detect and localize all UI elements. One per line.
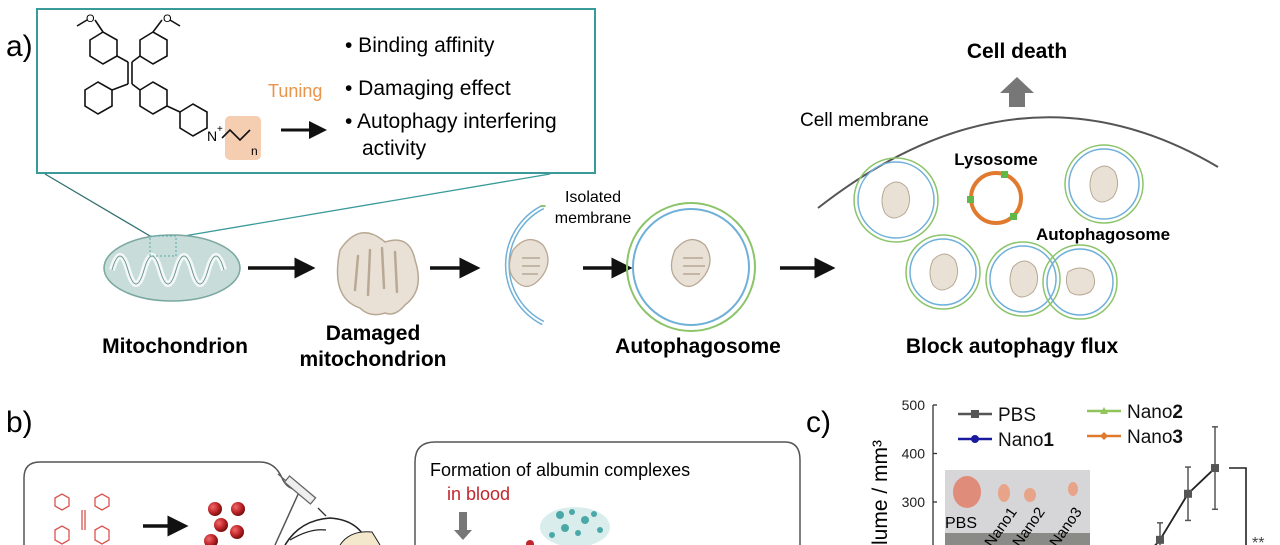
legend-label-nano1: Nano1	[998, 430, 1054, 451]
zoom-callout-line-left	[44, 173, 151, 237]
tumor-photo-inset: PBS Nano1 Nano2 Nano3	[945, 470, 1090, 545]
damaged-mitochondrion-icon	[336, 232, 420, 316]
autophagosome-vesicle	[853, 157, 939, 243]
label-damaged-line2: mitochondrion	[300, 348, 447, 371]
autophagosome-vesicle	[1042, 244, 1118, 320]
down-arrow-icon	[454, 512, 472, 540]
tumor-nano2	[1024, 488, 1036, 502]
methoxy-o-right: O	[163, 13, 172, 25]
legend-label-nano3: Nano3	[1127, 427, 1183, 448]
structure-zoom-box	[36, 8, 596, 174]
label-autophagosome: Autophagosome	[615, 335, 781, 358]
inset-label-pbs: PBS	[945, 515, 977, 532]
lysosome-icon	[967, 171, 1023, 225]
legend-marker-triangle	[1100, 407, 1108, 414]
y-tick-label: 400	[902, 446, 926, 462]
bullet-autophagy-interfering: • Autophagy interfering	[345, 110, 557, 133]
panel-c-label: c)	[806, 406, 831, 439]
tumor-pbs	[953, 476, 981, 508]
significance-stars: **	[1252, 535, 1264, 545]
data-point-pbs	[1211, 464, 1219, 473]
series-line-pbs	[1154, 467, 1216, 545]
formulation-callout-box	[23, 461, 302, 545]
bullet-binding-affinity: • Binding affinity	[345, 34, 495, 57]
albumin-cluster-icon	[526, 507, 610, 545]
label-lysosome: Lysosome	[954, 150, 1037, 169]
nanoparticles-icon	[204, 502, 245, 545]
tumor-nano1	[998, 484, 1010, 502]
legend-label-nano2: Nano2	[1127, 402, 1183, 423]
autophagosome-cluster	[853, 144, 1144, 320]
isolated-membrane-icon	[504, 204, 549, 326]
legend-marker-diamond	[1100, 432, 1108, 440]
chain-subscript-n: n	[251, 144, 258, 158]
autophagosome-vesicle	[905, 234, 981, 310]
legend-marker-circle	[971, 435, 979, 443]
panel-a-label: a)	[6, 30, 33, 63]
albumin-title: Formation of albumin complexes	[430, 460, 690, 480]
pyridinium-charge: +	[217, 124, 223, 135]
methoxy-o-left: O	[86, 13, 95, 25]
cell-death-arrow-icon	[1000, 77, 1034, 107]
chart-axes: 500 400 300	[902, 397, 937, 545]
bullet-damaging-effect: • Damaging effect	[345, 77, 511, 100]
mouse-icon	[284, 517, 381, 545]
data-point-pbs	[1184, 489, 1192, 498]
label-cell-death: Cell death	[967, 40, 1067, 63]
in-blood-label: in blood	[447, 484, 510, 504]
tumor-nano3	[1068, 482, 1078, 496]
y-tick-label: 300	[902, 494, 926, 510]
bullet-activity-continuation: activity	[362, 137, 427, 160]
significance-bracket	[1229, 467, 1247, 545]
tuning-label: Tuning	[268, 81, 322, 101]
mitochondrion-icon	[103, 234, 241, 302]
tpe-structure	[76, 19, 208, 137]
chart-series	[1154, 426, 1219, 545]
syringe-icon	[277, 473, 327, 517]
pyridinium-nitrogen: N	[207, 128, 217, 144]
alkyl-chain	[221, 128, 251, 142]
legend-marker-square	[971, 410, 979, 418]
label-damaged-line1: Damaged	[326, 322, 421, 345]
y-axis-label: lume / mm³	[869, 440, 892, 545]
label-isolated-line1: Isolated	[565, 189, 621, 206]
label-mitochondrion: Mitochondrion	[102, 335, 248, 358]
albumin-complex-box	[414, 441, 801, 545]
red-tpe-structure	[54, 493, 110, 545]
label-cell-membrane: Cell membrane	[800, 110, 929, 131]
autophagosome-icon	[626, 202, 756, 332]
label-isolated-line2: membrane	[555, 210, 632, 227]
data-point-pbs	[1156, 535, 1164, 544]
autophagosome-vesicle	[1064, 144, 1144, 224]
legend-label-pbs: PBS	[998, 405, 1036, 426]
panel-b-label: b)	[6, 406, 33, 439]
autophagosome-vesicle	[985, 241, 1061, 317]
label-autophagosome-inner: Autophagosome	[1036, 225, 1170, 244]
y-tick-label: 500	[902, 397, 926, 413]
zoom-callout-line-right	[177, 173, 551, 238]
label-block-autophagy-flux: Block autophagy flux	[906, 335, 1119, 358]
